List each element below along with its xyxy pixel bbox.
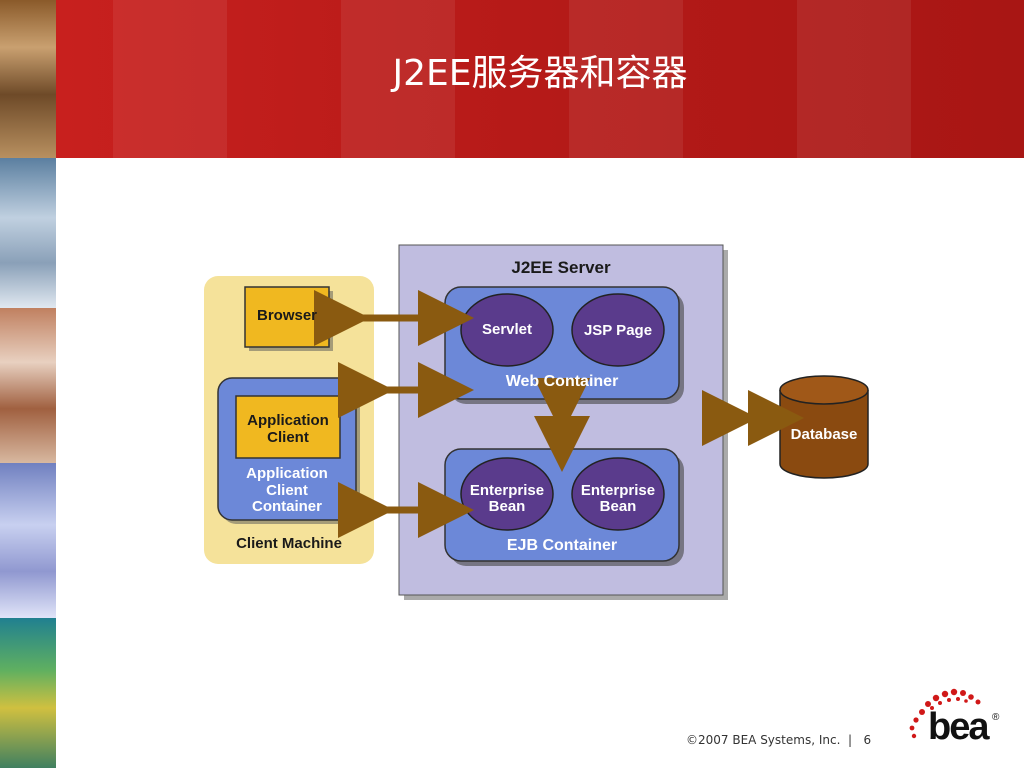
photo-strip xyxy=(0,0,56,768)
app-client-label-2: Client xyxy=(267,429,309,446)
registered-mark: ® xyxy=(992,712,1000,723)
servlet-label: Servlet xyxy=(481,321,533,338)
server-title: J2EE Server xyxy=(511,258,611,277)
ejb-container-label: EJB Container xyxy=(506,537,618,554)
page-title: J2EE服务器和容器 xyxy=(392,53,688,94)
app-client-box xyxy=(235,395,341,459)
enterprise-bean-node-2 xyxy=(571,457,665,531)
enterprise-bean-2-line-2: Bean xyxy=(599,498,637,515)
title-banner xyxy=(56,0,1024,158)
bea-logo-text: bea xyxy=(928,706,990,748)
app-client-container-label-3: Container xyxy=(251,498,322,515)
paper-photo xyxy=(0,463,56,618)
jsp-page-label: JSP Page xyxy=(583,322,653,339)
database-label: Database xyxy=(790,426,858,443)
app-client-container-label-1: Application xyxy=(246,465,328,482)
keyboard-photo xyxy=(0,308,56,463)
database-top xyxy=(779,375,869,405)
lab-photo xyxy=(0,618,56,768)
web-container-label: Web Container xyxy=(505,373,619,390)
j2ee-architecture-diagram: J2EE Server Browser Application Client A… xyxy=(200,240,880,600)
client-machine-label: Client Machine xyxy=(236,535,342,552)
bea-logo-icon xyxy=(909,688,981,739)
browser-label: Browser xyxy=(256,307,318,324)
warehouse-photo xyxy=(0,0,56,158)
app-client-label-1: Application xyxy=(247,412,329,429)
hand-device-photo xyxy=(0,158,56,308)
jsp-page-node xyxy=(571,293,665,367)
enterprise-bean-2-line-1: Enterprise xyxy=(580,482,656,499)
enterprise-bean-1-line-1: Enterprise xyxy=(469,482,545,499)
app-client-container-label-2: Client xyxy=(266,482,308,499)
copyright-footer: ©2007 BEA Systems, Inc. | 6 xyxy=(686,733,872,747)
enterprise-bean-1-line-2: Bean xyxy=(488,498,526,515)
